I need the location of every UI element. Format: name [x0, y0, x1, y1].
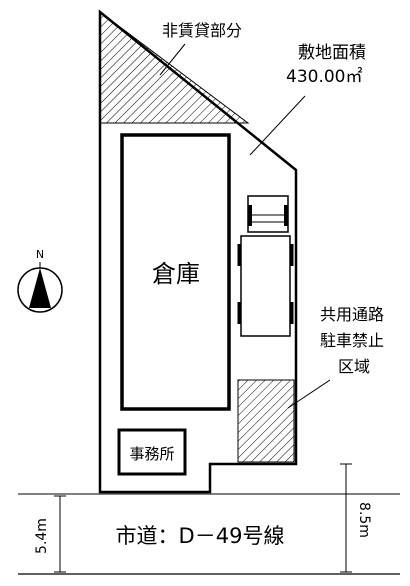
truck-icon: [237, 195, 294, 337]
office-building: [117, 428, 187, 476]
site-area-title: 敷地面積: [298, 43, 366, 63]
non-leased-label: 非賃貸部分: [162, 21, 242, 40]
north-label: N: [36, 248, 44, 261]
non-leased-area: [99, 11, 250, 124]
dimension-right: [340, 463, 352, 573]
dimension-left: [54, 495, 66, 573]
road-label: 市道：D－49号線: [116, 524, 285, 548]
shared-path-label-line3: 区域: [338, 357, 370, 376]
no-parking-area: [237, 379, 295, 463]
site-area-leader-line: [249, 95, 306, 156]
shared-path-leader: [287, 379, 331, 409]
office-label: 事務所: [129, 445, 174, 463]
north-arrow: [17, 262, 63, 313]
road-width-left: 5.4m: [34, 518, 50, 554]
shared-path-label-line2: 駐車禁止: [320, 331, 384, 350]
warehouse-label: 倉庫: [152, 260, 200, 288]
site-boundary: [98, 9, 298, 494]
non-leased-leader: [159, 43, 186, 76]
warehouse-building: [120, 133, 231, 411]
site-area-value: 430.00㎡: [286, 67, 362, 87]
shared-path-label-line1: 共用通路: [320, 305, 384, 324]
road-width-right: 8.5m: [356, 502, 372, 538]
